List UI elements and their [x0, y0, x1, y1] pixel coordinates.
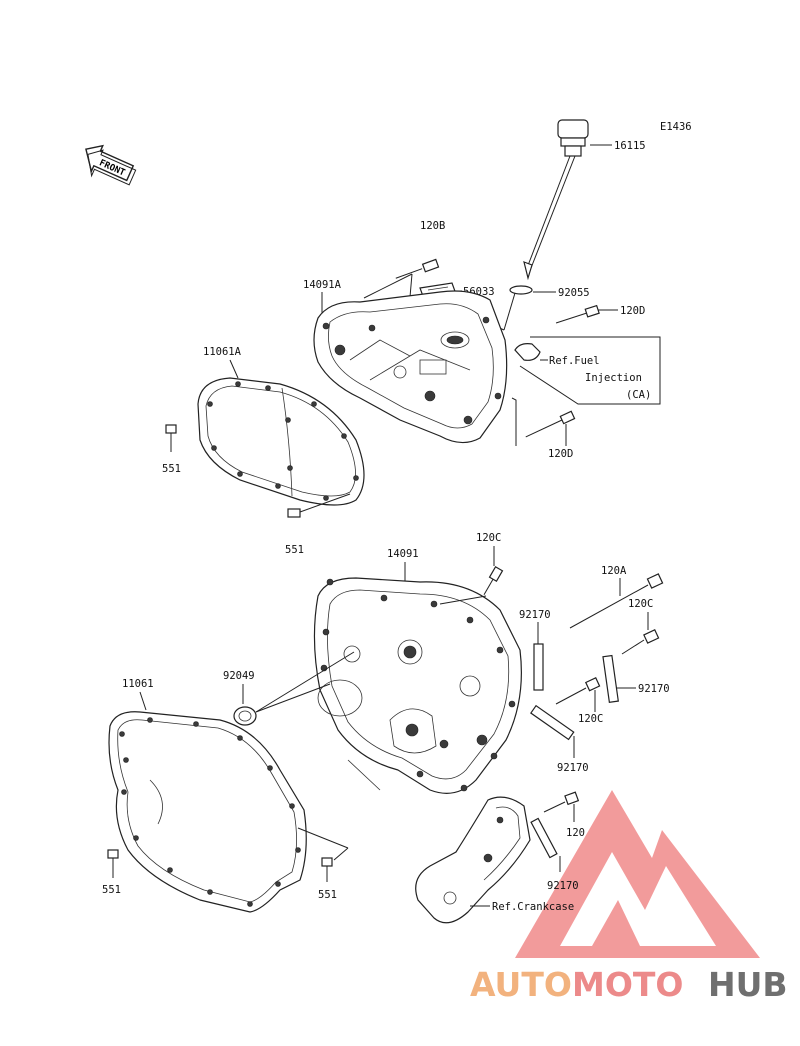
label-120D-upper: 120D [620, 305, 645, 317]
label-14091: 14091 [387, 548, 419, 560]
label-92170-c: 92170 [557, 762, 589, 774]
dowel-pin-551-d [321, 857, 333, 867]
label-120C-mid: 120C [578, 713, 603, 725]
label-120C-top: 120C [476, 532, 501, 544]
dowel-pin-551-c [107, 849, 119, 859]
dowel-sleeve-92170-d [530, 817, 558, 859]
bolt-120-bottom [543, 791, 580, 813]
outer-cover-lower-14091 [313, 577, 522, 794]
label-92170-b: 92170 [638, 683, 670, 695]
ref-fuel-bracket [519, 336, 661, 405]
gasket-upper-11061A [197, 377, 365, 506]
bolt-120D-upper [555, 304, 600, 324]
ref-crankcase: Ref.Crankcase [492, 901, 574, 913]
label-16115: 16115 [614, 140, 646, 152]
crankcase-reference-part [415, 796, 531, 924]
o-ring-92055 [509, 285, 533, 295]
label-92055: 92055 [558, 287, 590, 299]
label-14091A: 14091A [303, 279, 342, 291]
label-551-b: 551 [285, 544, 304, 556]
bolt-120C-mid [555, 677, 601, 705]
ref-fuel-line3: (CA) [626, 389, 651, 401]
watermark-moto: MOTO [572, 965, 683, 1004]
diagram-code: E1436 [660, 121, 692, 133]
label-120D-lower: 120D [548, 448, 573, 460]
bolt-120C-right [621, 629, 660, 655]
dowel-pin-551-b [287, 508, 301, 518]
dowel-pin-551-a [165, 424, 177, 434]
label-551-c: 551 [102, 884, 121, 896]
ref-fuel-line1: Ref.Fuel [549, 355, 600, 367]
label-11061: 11061 [122, 678, 154, 690]
bolt-120A [569, 573, 664, 629]
dowel-sleeve-92170-b [602, 654, 619, 704]
dowel-sleeve-92170-c [530, 704, 575, 741]
front-arrow-icon: FRONT [85, 144, 137, 186]
bolt-120B [395, 258, 440, 279]
label-120B: 120B [420, 220, 445, 232]
bolt-120D-lower [525, 410, 576, 438]
dowel-sleeve-92170-a [533, 643, 544, 691]
dipstick-part [523, 119, 589, 281]
watermark-text: AUTO MOTO HUB [470, 965, 788, 1004]
label-120C-right: 120C [628, 598, 653, 610]
fuel-fitting [514, 343, 541, 361]
bolt-120C-top [483, 565, 504, 596]
watermark-hub: HUB [708, 965, 788, 1004]
label-92049: 92049 [223, 670, 255, 682]
label-551-a: 551 [162, 463, 181, 475]
label-120: 120 [566, 827, 585, 839]
ref-fuel-line2: Injection [585, 372, 642, 384]
gasket-lower-11061 [108, 711, 307, 913]
label-11061A: 11061A [203, 346, 242, 358]
oil-seal-92049 [233, 706, 257, 726]
label-551-d: 551 [318, 889, 337, 901]
label-120A: 120A [601, 565, 627, 577]
watermark-logo [515, 790, 760, 958]
label-92170-d: 92170 [547, 880, 579, 892]
label-92170-a: 92170 [519, 609, 551, 621]
watermark-auto: AUTO [470, 965, 572, 1004]
outer-cover-upper-14091A [313, 290, 508, 444]
